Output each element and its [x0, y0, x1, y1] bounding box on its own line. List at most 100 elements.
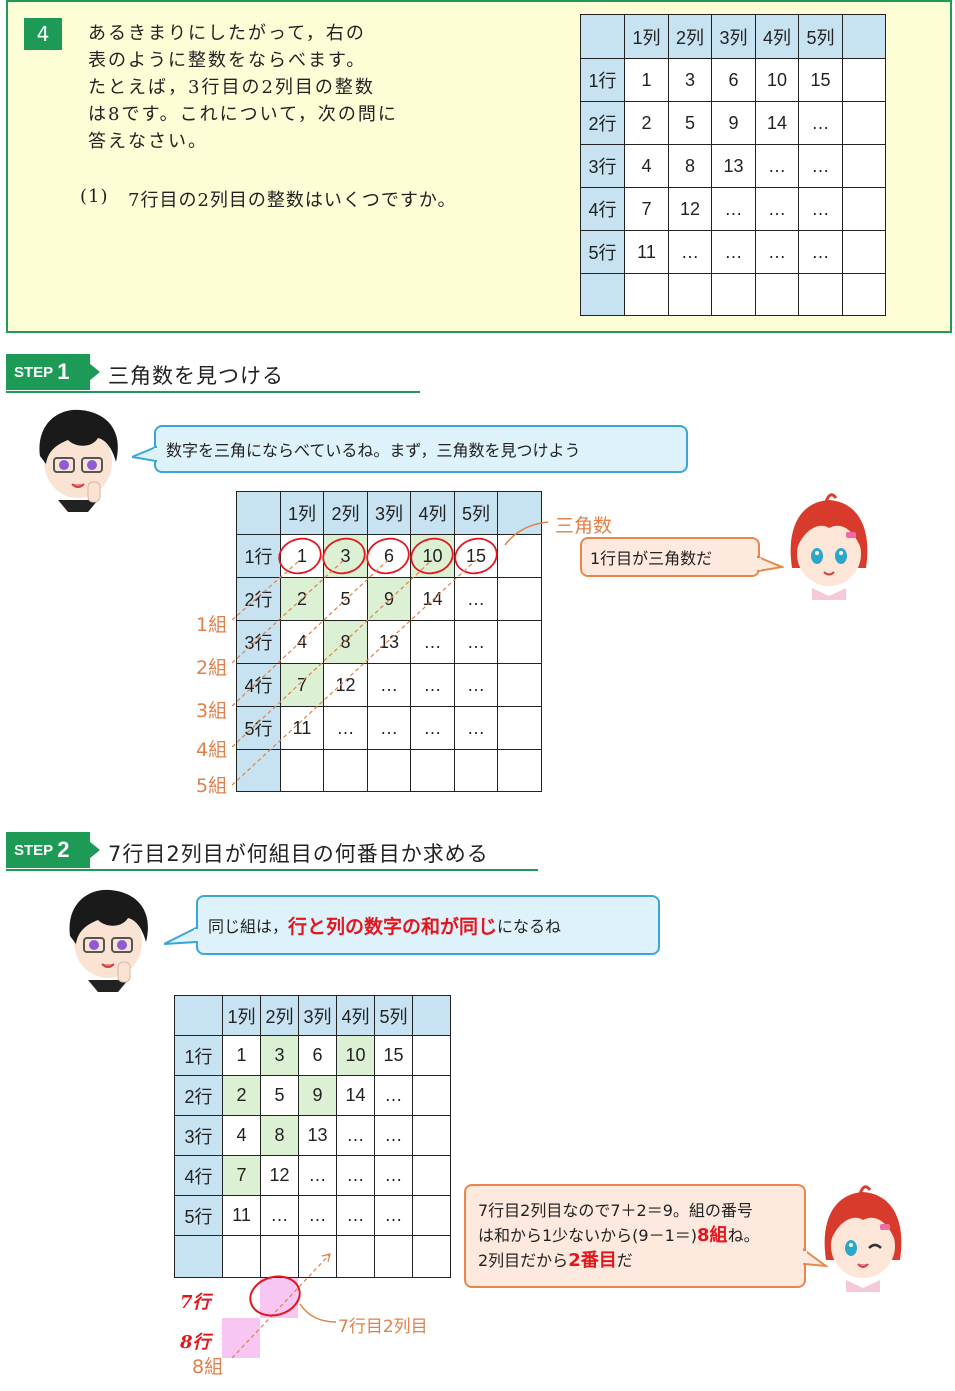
table-cell: 12: [323, 663, 368, 707]
col-header-blank: [497, 491, 542, 535]
col-header: 5列: [454, 491, 498, 535]
step2-boy-bubble-pre: 同じ組は，: [208, 917, 289, 936]
table-cell: 4: [624, 144, 669, 188]
table-cell-blank: [454, 749, 498, 792]
step2-annotations: [231, 1253, 337, 1359]
table-cell: …: [798, 144, 843, 188]
step2-girl-line-3: 2列目だから2番目だ: [478, 1250, 633, 1271]
girl-avatar: [790, 493, 868, 600]
row-header: 3行: [236, 620, 281, 664]
table-cell-blank: [711, 273, 756, 316]
col-header: 1列: [624, 14, 669, 59]
group-diagonal-arrows: [231, 559, 477, 786]
step2-girl-bubble-tail: [802, 1248, 828, 1268]
table-cell: 7: [624, 187, 669, 231]
table-cell: 13: [298, 1115, 337, 1156]
step1-badge-arrow: [78, 354, 100, 390]
col-header: 4列: [755, 14, 799, 59]
table-cell: 11: [222, 1195, 261, 1236]
col-header: 3列: [711, 14, 756, 59]
table-cell-blank: [798, 273, 843, 316]
table-cell: 1: [222, 1035, 261, 1076]
table-cell: …: [374, 1195, 413, 1236]
table-cell-blank: [412, 1195, 451, 1236]
table-cell: …: [711, 230, 756, 274]
step1-underline: [6, 391, 420, 393]
col-header: 3列: [367, 491, 411, 535]
group-label-3: 3組: [196, 700, 228, 722]
step2-boy-bubble-tail: [164, 926, 198, 945]
sub-question-number: (1): [80, 186, 109, 207]
row-header: 5行: [580, 230, 625, 274]
problem-line-1: あるきまりにしたがって，右の: [88, 23, 366, 44]
table-cell-blank: [374, 1235, 413, 1278]
table-cell-blank: [298, 1235, 337, 1278]
number-table-step2: 1列 2列 3列 4列 5列 1行 1 3 6 10 15 2行 2 5 9 1…: [174, 995, 451, 1278]
row-header: 2行: [580, 101, 625, 145]
table-cell: …: [374, 1155, 413, 1196]
table-cell-blank: [412, 1035, 451, 1076]
table-cell: 2: [624, 101, 669, 145]
boy-avatar: [39, 409, 118, 512]
table-cell-highlight: 7: [222, 1155, 261, 1196]
table-cell: …: [755, 144, 799, 188]
row-header-blank: [236, 749, 281, 792]
step2-boy-bubble-emphasis: 行と列の数字の和が同じ: [288, 915, 498, 938]
table-cell: …: [374, 1075, 413, 1116]
table-cell: …: [410, 620, 455, 664]
table-cell-blank: [412, 1155, 451, 1196]
table-cell: …: [454, 620, 498, 664]
col-header: 5列: [798, 14, 843, 59]
step2-boy-bubble-post: になるね: [497, 917, 562, 936]
step2-badge-arrow: [78, 832, 100, 868]
corner-cell: [236, 491, 281, 535]
table-cell: …: [454, 663, 498, 707]
table-cell-blank: [842, 58, 886, 102]
table-cell-blank: [668, 273, 712, 316]
position-emphasis: 2番目: [568, 1250, 617, 1271]
table-cell: 5: [260, 1075, 299, 1116]
target-leader-line: [299, 1303, 337, 1323]
table-cell-blank: [842, 144, 886, 188]
step2-boy-bubble: 同じ組は，行と列の数字の和が同じになるね: [196, 895, 660, 955]
col-header: 1列: [280, 491, 324, 535]
group-label-2: 2組: [196, 657, 228, 679]
table-cell-blank: [222, 1235, 261, 1278]
sub-question-text: 7行目の2列目の整数はいくつですか。: [128, 190, 457, 211]
step2-girl-line-2: は和から1少ないから(9－1＝)8組ね。: [478, 1225, 760, 1246]
row-header: 5行: [174, 1195, 223, 1236]
step2-title: 7行目2列目が何組目の何番目か求める: [108, 842, 489, 866]
table-cell: …: [336, 1115, 375, 1156]
row-header: 1行: [174, 1035, 223, 1076]
table-cell: …: [367, 663, 411, 707]
table-cell-blank: [497, 663, 542, 707]
table-cell: …: [410, 706, 455, 750]
table-cell-blank: [336, 1235, 375, 1278]
table-cell: 13: [711, 144, 756, 188]
table-cell: …: [798, 187, 843, 231]
number-table-step1: 1列 2列 3列 4列 5列 1行 1 3 6 10 15 2行 2 5 9 1…: [236, 491, 542, 792]
table-cell: 5: [668, 101, 712, 145]
row-header-blank: [174, 1235, 223, 1278]
col-header: 5列: [374, 995, 413, 1036]
group8-arrow-head: [321, 1253, 331, 1263]
table-cell: …: [755, 230, 799, 274]
group-number-emphasis: 8組: [697, 1225, 728, 1246]
table-cell-blank: [412, 1075, 451, 1116]
step1-badge-number: 1: [57, 359, 70, 384]
step1-title: 三角数を見つける: [108, 364, 284, 388]
table-cell: 6: [367, 534, 411, 578]
table-cell: 12: [668, 187, 712, 231]
problem-line-3: たとえば，3行目の2列目の整数: [88, 77, 375, 98]
step1-annotations: [231, 521, 549, 786]
table-cell-highlight: 3: [260, 1035, 299, 1076]
group8-label: 8組: [192, 1356, 224, 1378]
table-cell-blank: [323, 749, 368, 792]
table-cell: 15: [798, 58, 843, 102]
table-cell-blank: [497, 620, 542, 664]
step1-badge: STEP 1: [6, 354, 90, 390]
table-cell: 12: [260, 1155, 299, 1196]
table-cell: …: [260, 1195, 299, 1236]
step1-boy-bubble-tail: [132, 445, 158, 463]
step1-girl-bubble-tail: [756, 555, 784, 573]
